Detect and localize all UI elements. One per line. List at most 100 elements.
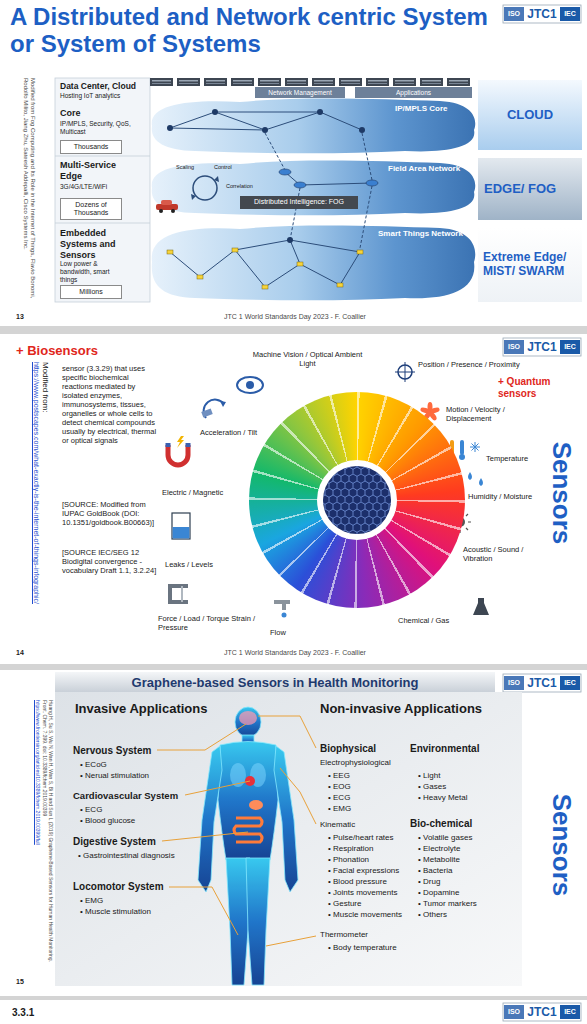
bold-label: + Quantum sensors <box>498 376 568 400</box>
node-text: Distributed Intelligence: FOG <box>254 198 344 206</box>
text-label: Temperature <box>486 454 546 463</box>
text-label: Chemical / Gas <box>398 616 468 625</box>
tier-box: Extreme Edge/ MIST/ SWARM <box>478 228 582 302</box>
bold-label: Multi-Service Edge <box>60 160 135 182</box>
text-label: • Phonation <box>328 855 410 865</box>
text-label: Kinematic <box>320 820 408 830</box>
node-text: Millions <box>79 288 102 296</box>
node-text: Applications <box>396 89 431 96</box>
text-label: • Facial expressions <box>328 866 410 876</box>
text-label: 3G/4G/LTE/WiFi <box>60 183 145 191</box>
text-label: JTC 1 World Standards Day 2023 - F. Coal… <box>170 649 420 657</box>
text-label: • Blood pressure <box>328 877 410 887</box>
text-label: • Muscle movements <box>328 910 410 920</box>
bold-label: Invasive Applications <box>75 701 275 717</box>
bold-label: ISO <box>504 10 524 18</box>
text-label: Control <box>214 164 248 171</box>
bold-label: IEC <box>560 10 580 18</box>
count-box: Thousands <box>60 140 122 154</box>
bold-label: Data Center, Cloud <box>60 81 150 91</box>
text-label: • EMG <box>80 896 190 906</box>
bold-label: Field Area Network <box>388 164 474 174</box>
text-label: • ECG <box>80 805 190 815</box>
bold-label: Smart Things Network <box>378 229 474 239</box>
text-label: • Others <box>418 910 513 920</box>
text-label: • EMG <box>328 804 403 814</box>
text-label: Correlation <box>226 183 266 190</box>
tier-box: EDGE/ FOG <box>478 158 582 220</box>
text-label: sensor (3.3.29) that uses specific bioch… <box>62 364 157 445</box>
rotated-note: Modified from: <box>40 362 50 624</box>
text-label: • Bacteria <box>418 866 513 876</box>
tier-box: CLOUD <box>478 80 582 150</box>
node-text: EDGE/ FOG <box>484 182 556 197</box>
text-label: Scaling <box>176 164 210 171</box>
bold-label: Graphene-based Sensors in Health Monitor… <box>60 675 490 691</box>
bold-label: IEC <box>560 679 580 687</box>
bold-label: Bio-chemical <box>410 818 510 830</box>
bold-label: + Biosensors <box>16 343 126 359</box>
count-box: Dozens of Thousands <box>60 198 122 220</box>
node-text: Network Management <box>268 89 332 96</box>
bold-label: JTC1 <box>524 676 560 690</box>
bold-label: 13 <box>16 313 36 321</box>
text-label: • Gases <box>418 782 508 792</box>
text-label: • Light <box>418 771 508 781</box>
fog-box: Distributed Intelligence: FOG <box>240 196 358 209</box>
text-label: Humidity / Moisture <box>468 492 546 501</box>
text-label: Electric / Magnetic <box>162 488 242 497</box>
text-label: Leaks / Levels <box>165 560 235 569</box>
text-label: Low power & bandwidth, smart things <box>60 260 128 283</box>
bold-label: IP/MPLS Core <box>395 104 473 114</box>
node-text: Dozens of Thousands <box>64 201 118 217</box>
text-label: • Gastrointestinal diagnosis <box>78 851 193 861</box>
count-box: Millions <box>60 285 122 299</box>
rotated-note: https://www.postscapes.com/what-exactly-… <box>32 362 40 624</box>
text-label: • Pulse/heart rates <box>328 833 410 843</box>
text-label: Hosting IoT analytics <box>60 92 150 100</box>
text-label: • Blood glucose <box>80 816 190 826</box>
text-label: Position / Presence / Proximity <box>418 360 538 369</box>
text-label: • ECoG <box>80 760 190 770</box>
text-label: Acceleration / Tilt <box>200 428 276 437</box>
text-label: • Joints movements <box>328 888 410 898</box>
text-label: • Nerual stimulation <box>80 771 190 781</box>
text-label: Flow <box>270 628 300 637</box>
text-label: Electrophysiological <box>320 758 408 768</box>
bold-label: Cardiovascular System <box>73 790 191 801</box>
text-label: Force / Load / Torque Strain / Pressure <box>158 614 263 632</box>
text-label: Machine Vision / Optical Ambient Light <box>250 350 365 368</box>
bold-label: JTC1 <box>524 7 560 21</box>
text-label: • Electrolyte <box>418 844 513 854</box>
header-bar: Applications <box>355 87 472 98</box>
bold-label: ISO <box>504 343 524 351</box>
text-label: IP/MPLS, Security, QoS, Multicast <box>60 120 142 136</box>
header-bar: Network Management <box>255 87 345 98</box>
text-label: • EOG <box>328 782 403 792</box>
bold-label: 3.3.1 <box>12 1007 62 1019</box>
bold-label: JTC1 <box>524 1005 560 1019</box>
text-label: • Tumor markers <box>418 899 513 909</box>
bold-label: Nervous System <box>73 745 183 757</box>
text-label: Motion / Velocity / Displacement <box>446 405 546 423</box>
text-label: Acoustic / Sound / Vibration <box>463 545 547 563</box>
bold-label: A Distributed and Network centric System… <box>10 4 490 58</box>
bold-label: ISO <box>504 1008 524 1016</box>
graphene-core <box>317 460 397 540</box>
text-label: • EEG <box>328 771 403 781</box>
bold-label: Locomotor System <box>73 881 183 893</box>
bold-label: 14 <box>16 649 36 657</box>
text-label: • Respiration <box>328 844 410 854</box>
bold-label: Core <box>60 108 145 119</box>
text-label: • ECG <box>328 793 403 803</box>
bold-label: Embedded Systems and Sensors <box>60 228 128 260</box>
text-label: • Heavy Metal <box>418 793 508 803</box>
bold-label: Environmental <box>410 743 510 755</box>
bold-label: IEC <box>560 343 580 351</box>
bold-label: ISO <box>504 679 524 687</box>
rotated-note: Sensors <box>546 418 577 568</box>
node-text: Extreme Edge/ MIST/ SWARM <box>483 251 577 279</box>
text-label: [SOURCE: Modified from IUPAC GoldBook (D… <box>62 500 157 527</box>
node-text: Thousands <box>74 143 109 151</box>
text-label: • Drug <box>418 877 513 887</box>
